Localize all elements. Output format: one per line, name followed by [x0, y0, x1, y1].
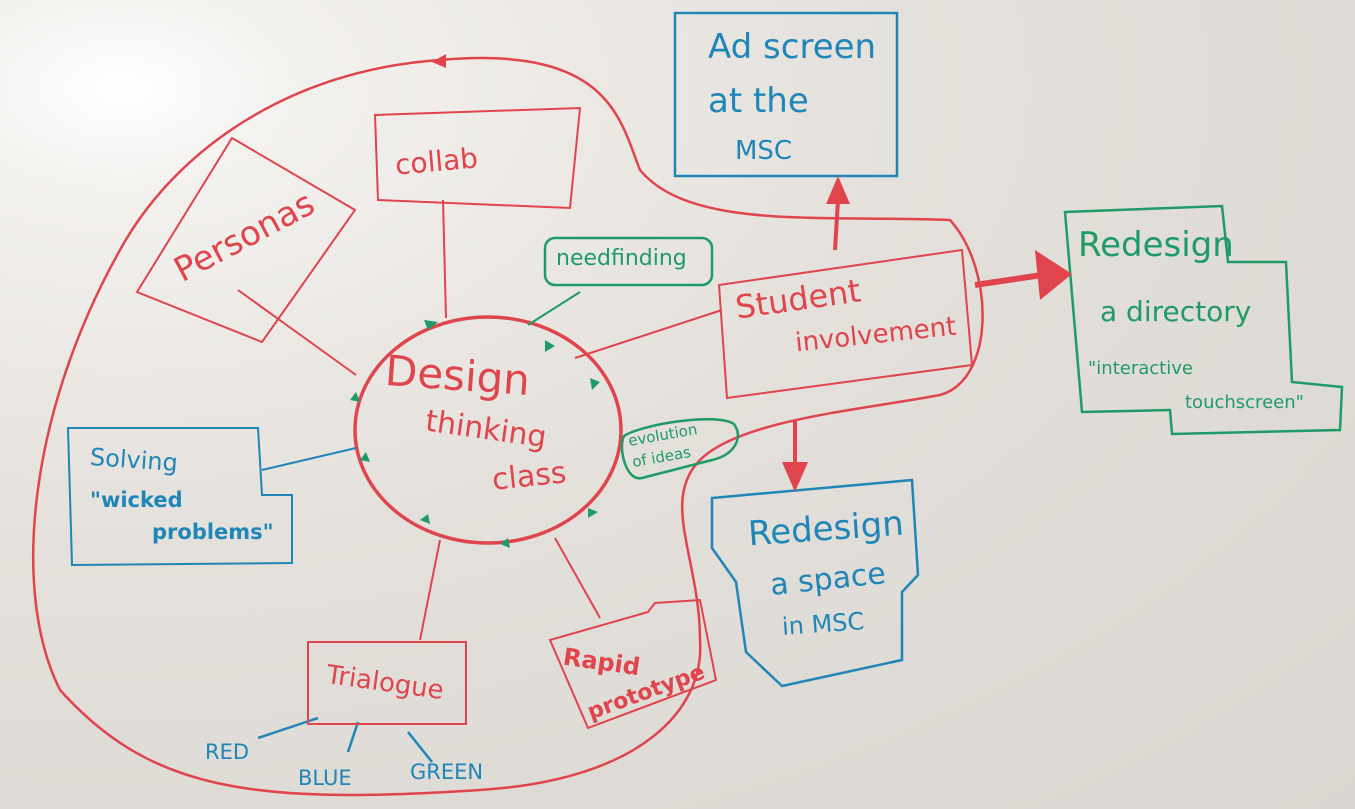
trialogue-box: [307, 641, 467, 725]
directory-label-line3: "interactive: [1088, 358, 1193, 379]
trialogue-color-green: GREEN: [410, 760, 484, 784]
connector-collab: [442, 199, 447, 319]
directory-label-line4: touchscreen": [1185, 392, 1304, 413]
center-title-line3: class: [490, 455, 569, 498]
circle-arrow-8: [350, 392, 360, 402]
ad-screen-box: [673, 11, 899, 178]
center-title-line1: Design: [383, 346, 532, 405]
connector-needfinding: [527, 291, 581, 326]
solving-box: [66, 427, 293, 567]
needfinding-label: needfinding: [556, 246, 687, 271]
connector-trialogue: [419, 539, 441, 641]
rapid-box: [548, 598, 718, 730]
tick-blue: [346, 721, 360, 753]
ad-screen-label-line1: Ad screen: [708, 27, 877, 67]
student-box: [717, 248, 974, 400]
solving-label-line2: "wicked: [90, 488, 183, 512]
directory-label-line2: a directory: [1100, 295, 1252, 328]
arrow-down-head: [782, 462, 808, 492]
directory-label-line1: Redesign: [1078, 225, 1234, 265]
space-box: [710, 478, 920, 688]
directory-box: [1063, 204, 1344, 436]
arrow-right-head: [1035, 250, 1072, 300]
circle-arrow-2: [545, 340, 555, 352]
tick-green: [407, 731, 433, 763]
connector-personas: [237, 289, 357, 376]
space-label-line1: Redesign: [746, 503, 906, 555]
solving-label-line3: problems": [152, 520, 274, 544]
evolution-box: [620, 417, 740, 480]
center-circle: [353, 315, 623, 545]
circle-arrow-1: [424, 320, 438, 330]
arrow-right-shaft: [974, 272, 1043, 288]
arrow-up-shaft: [833, 199, 840, 251]
solving-label-line1: Solving: [89, 442, 179, 478]
needfinding-box: [543, 236, 714, 287]
circle-arrow-5: [500, 538, 510, 548]
arrow-up-head: [826, 176, 850, 204]
trialogue-color-blue: BLUE: [298, 766, 352, 790]
circle-arrow-7: [360, 452, 370, 462]
ad-screen-label-line2: at the: [708, 81, 809, 121]
loop-arrow-top: [432, 54, 446, 68]
connector-student: [574, 309, 723, 359]
ad-screen-label-line3: MSC: [735, 136, 793, 166]
collab-label: collab: [393, 141, 480, 182]
connector-solving: [261, 447, 357, 471]
space-label-line3: in MSC: [781, 607, 866, 641]
circle-arrow-3: [590, 378, 600, 390]
connector-rapid: [554, 537, 601, 619]
collab-box: [373, 106, 582, 210]
outer-loop: [31, 56, 984, 797]
circle-arrow-4: [588, 508, 598, 518]
personas-box: [135, 136, 357, 344]
circle-arrow-6: [420, 514, 430, 524]
trialogue-color-red: RED: [205, 740, 250, 764]
